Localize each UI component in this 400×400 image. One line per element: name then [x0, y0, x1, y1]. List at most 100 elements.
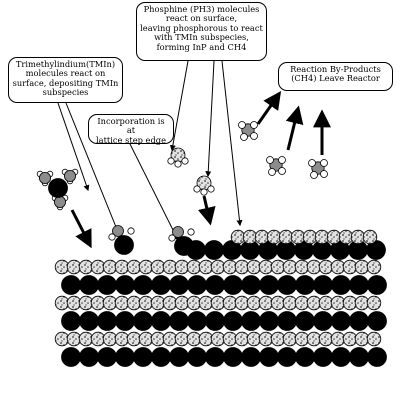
phosphorus-atom-icon [114, 331, 130, 347]
phosphorus-atom-icon [294, 259, 310, 275]
methane-molecule-icon [238, 121, 258, 141]
phosphorus-atom-icon [342, 259, 358, 275]
indium-atom-icon [223, 275, 243, 295]
callout-tmin: Trimethylindium(TMIn) molecules react on… [8, 57, 123, 103]
phosphorus-atom-icon [114, 259, 130, 275]
phosphorus-atom-icon [254, 229, 270, 245]
indium-atom-icon [97, 311, 117, 331]
indium-atom-icon [133, 311, 153, 331]
indium-atom-icon [133, 347, 153, 367]
phosphorus-atom-icon [270, 331, 286, 347]
phosphorus-atom-icon [330, 331, 346, 347]
indium-atom-icon [114, 235, 134, 255]
phosphorus-atom-icon [162, 331, 178, 347]
indium-atom-icon [61, 275, 81, 295]
carbon-atom-icon [112, 225, 124, 237]
indium-atom-icon [277, 347, 297, 367]
indium-atom-icon [313, 347, 333, 367]
indium-atom-icon [367, 347, 387, 367]
phosphorus-atom-icon [258, 295, 274, 311]
indium-atom-icon [151, 275, 171, 295]
indium-atom-icon [169, 311, 189, 331]
phosphorus-atom-icon [54, 331, 70, 347]
phosphorus-atom-icon [186, 259, 202, 275]
phosphorus-atom-icon [246, 295, 262, 311]
phosphorus-atom-icon [330, 259, 346, 275]
indium-atom-icon [79, 311, 99, 331]
phosphorus-atom-icon [210, 259, 226, 275]
phosphorus-atom-icon [282, 259, 298, 275]
indium-atom-icon [295, 275, 315, 295]
indium-atom-icon [259, 347, 279, 367]
phosphorus-atom-icon [350, 229, 366, 245]
phosphorus-atom-icon [266, 229, 282, 245]
hydrogen-atom-icon [181, 157, 189, 165]
phosphorus-atom-icon [222, 295, 238, 311]
methane-molecule-icon [266, 156, 286, 176]
indium-atom-icon [151, 311, 171, 331]
indium-atom-icon [331, 275, 351, 295]
phosphorus-atom-icon [198, 295, 214, 311]
indium-atom-icon [259, 311, 279, 331]
phosphorus-atom-icon [186, 331, 202, 347]
phosphorus-atom-icon [198, 331, 214, 347]
hydrogen-atom-icon [108, 233, 116, 241]
hydrogen-atom-icon [187, 228, 195, 236]
phosphorus-atom-icon [270, 295, 286, 311]
phosphorus-atom-icon [290, 229, 306, 245]
adsorbed-tmin-subspecies-icon [108, 225, 135, 255]
hydrogen-atom-icon [250, 132, 258, 140]
indium-atom-icon [331, 347, 351, 367]
indium-atom-icon [313, 311, 333, 331]
indium-atom-icon [187, 311, 207, 331]
indium-atom-icon [187, 275, 207, 295]
hydrogen-atom-icon [127, 227, 135, 235]
hydrogen-atom-icon [268, 168, 276, 176]
lattice-row [230, 229, 378, 245]
phosphorus-atom-icon [318, 331, 334, 347]
phosphorus-atom-icon [90, 259, 106, 275]
methane-molecule-icon [308, 159, 328, 179]
phosphorus-atom-icon [354, 295, 370, 311]
phosphorus-atom-icon [54, 259, 70, 275]
phosphorus-atom-icon [138, 295, 154, 311]
phosphorus-atom-icon [366, 259, 382, 275]
indium-atom-icon [205, 275, 225, 295]
indium-atom-icon [241, 311, 261, 331]
phosphorus-atom-icon [294, 295, 310, 311]
hydrogen-atom-icon [320, 170, 328, 178]
indium-atom-icon [241, 347, 261, 367]
phosphorus-atom-icon [66, 331, 82, 347]
lattice-row [61, 347, 387, 367]
indium-atom-icon [277, 275, 297, 295]
lattice-row [54, 331, 382, 347]
indium-atom-icon [313, 275, 333, 295]
phosphine-molecule-icon [167, 147, 189, 168]
hydrogen-atom-icon [167, 157, 175, 165]
phosphorus-atom-icon [294, 331, 310, 347]
phosphorus-atom-icon [246, 259, 262, 275]
indium-atom-icon [115, 347, 135, 367]
indium-atom-icon [259, 275, 279, 295]
phosphorus-atom-icon [78, 259, 94, 275]
lattice-row [61, 311, 387, 331]
phosphorus-atom-icon [102, 295, 118, 311]
phosphorus-atom-icon [306, 331, 322, 347]
phosphorus-atom-icon [174, 331, 190, 347]
phosphorus-atom-icon [78, 331, 94, 347]
phosphorus-atom-icon [306, 259, 322, 275]
indium-atom-icon [349, 275, 369, 295]
phosphorus-atom-icon [210, 331, 226, 347]
phosphorus-atom-icon [150, 295, 166, 311]
indium-atom-icon [115, 311, 135, 331]
phosphorus-atom-icon [90, 295, 106, 311]
indium-atom-icon [187, 347, 207, 367]
lattice-row [54, 295, 382, 311]
tmin-molecule-icon [36, 168, 79, 211]
phosphorus-atom-icon [138, 331, 154, 347]
phosphorus-atom-icon [54, 295, 70, 311]
phosphorus-atom-icon [302, 229, 318, 245]
phosphorus-atom-icon [318, 259, 334, 275]
phosphorus-atom-icon [342, 295, 358, 311]
indium-atom-icon [48, 178, 68, 198]
